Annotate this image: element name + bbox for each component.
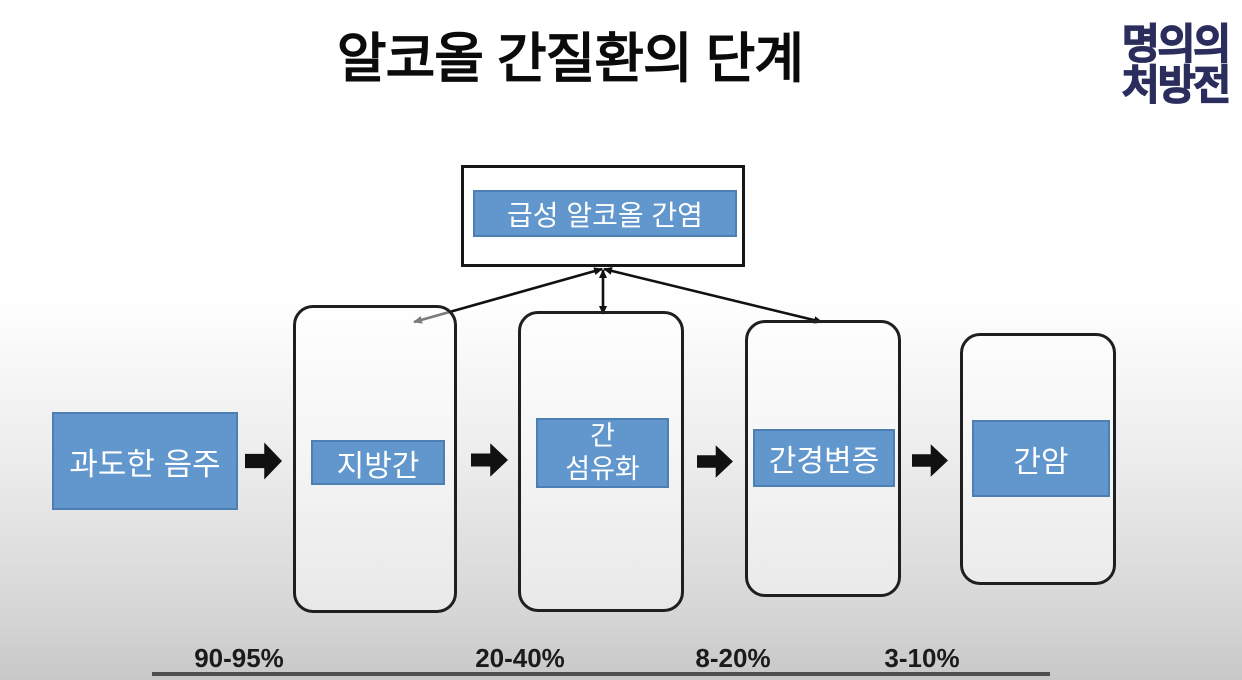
stage-label-liver-fibrosis: 간 섬유화 bbox=[536, 418, 669, 488]
stage-box-liver-cancer: 간암 bbox=[960, 333, 1116, 585]
bottom-divider-line bbox=[152, 672, 1050, 676]
stage-box-liver-fibrosis: 간 섬유화 bbox=[518, 311, 684, 612]
flow-arrow-icon-4 bbox=[912, 444, 948, 477]
stage-label-cirrhosis: 간경변증 bbox=[753, 429, 895, 487]
brand-logo: 명의의 처방전 bbox=[1121, 21, 1240, 108]
percent-label-liver-fibrosis: 20-40% bbox=[475, 643, 565, 673]
flow-arrow-icon-3 bbox=[697, 445, 733, 478]
excessive-drinking-box: 과도한 음주 bbox=[52, 412, 238, 510]
brand-logo-line-1: 명의의 bbox=[1121, 21, 1232, 67]
flow-arrow-icon-1 bbox=[245, 442, 282, 480]
stage-box-cirrhosis: 간경변증 bbox=[745, 320, 901, 597]
percent-label-cirrhosis: 8-20% bbox=[695, 643, 771, 673]
percent-label-liver-cancer: 3-10% bbox=[884, 643, 960, 673]
flow-arrow-icon-2 bbox=[471, 443, 508, 477]
page-title: 알코올 간질환의 단계 bbox=[336, 29, 804, 89]
stage-label-liver-cancer: 간암 bbox=[972, 420, 1110, 497]
brand-logo-line-2: 처방전 bbox=[1121, 61, 1232, 108]
acute-hepatitis-label: 급성 알코올 간염 bbox=[473, 190, 737, 237]
stage-label-fatty-liver: 지방간 bbox=[311, 440, 445, 485]
percent-label-fatty-liver: 90-95% bbox=[194, 643, 284, 673]
stage-box-fatty-liver: 지방간 bbox=[293, 305, 457, 613]
